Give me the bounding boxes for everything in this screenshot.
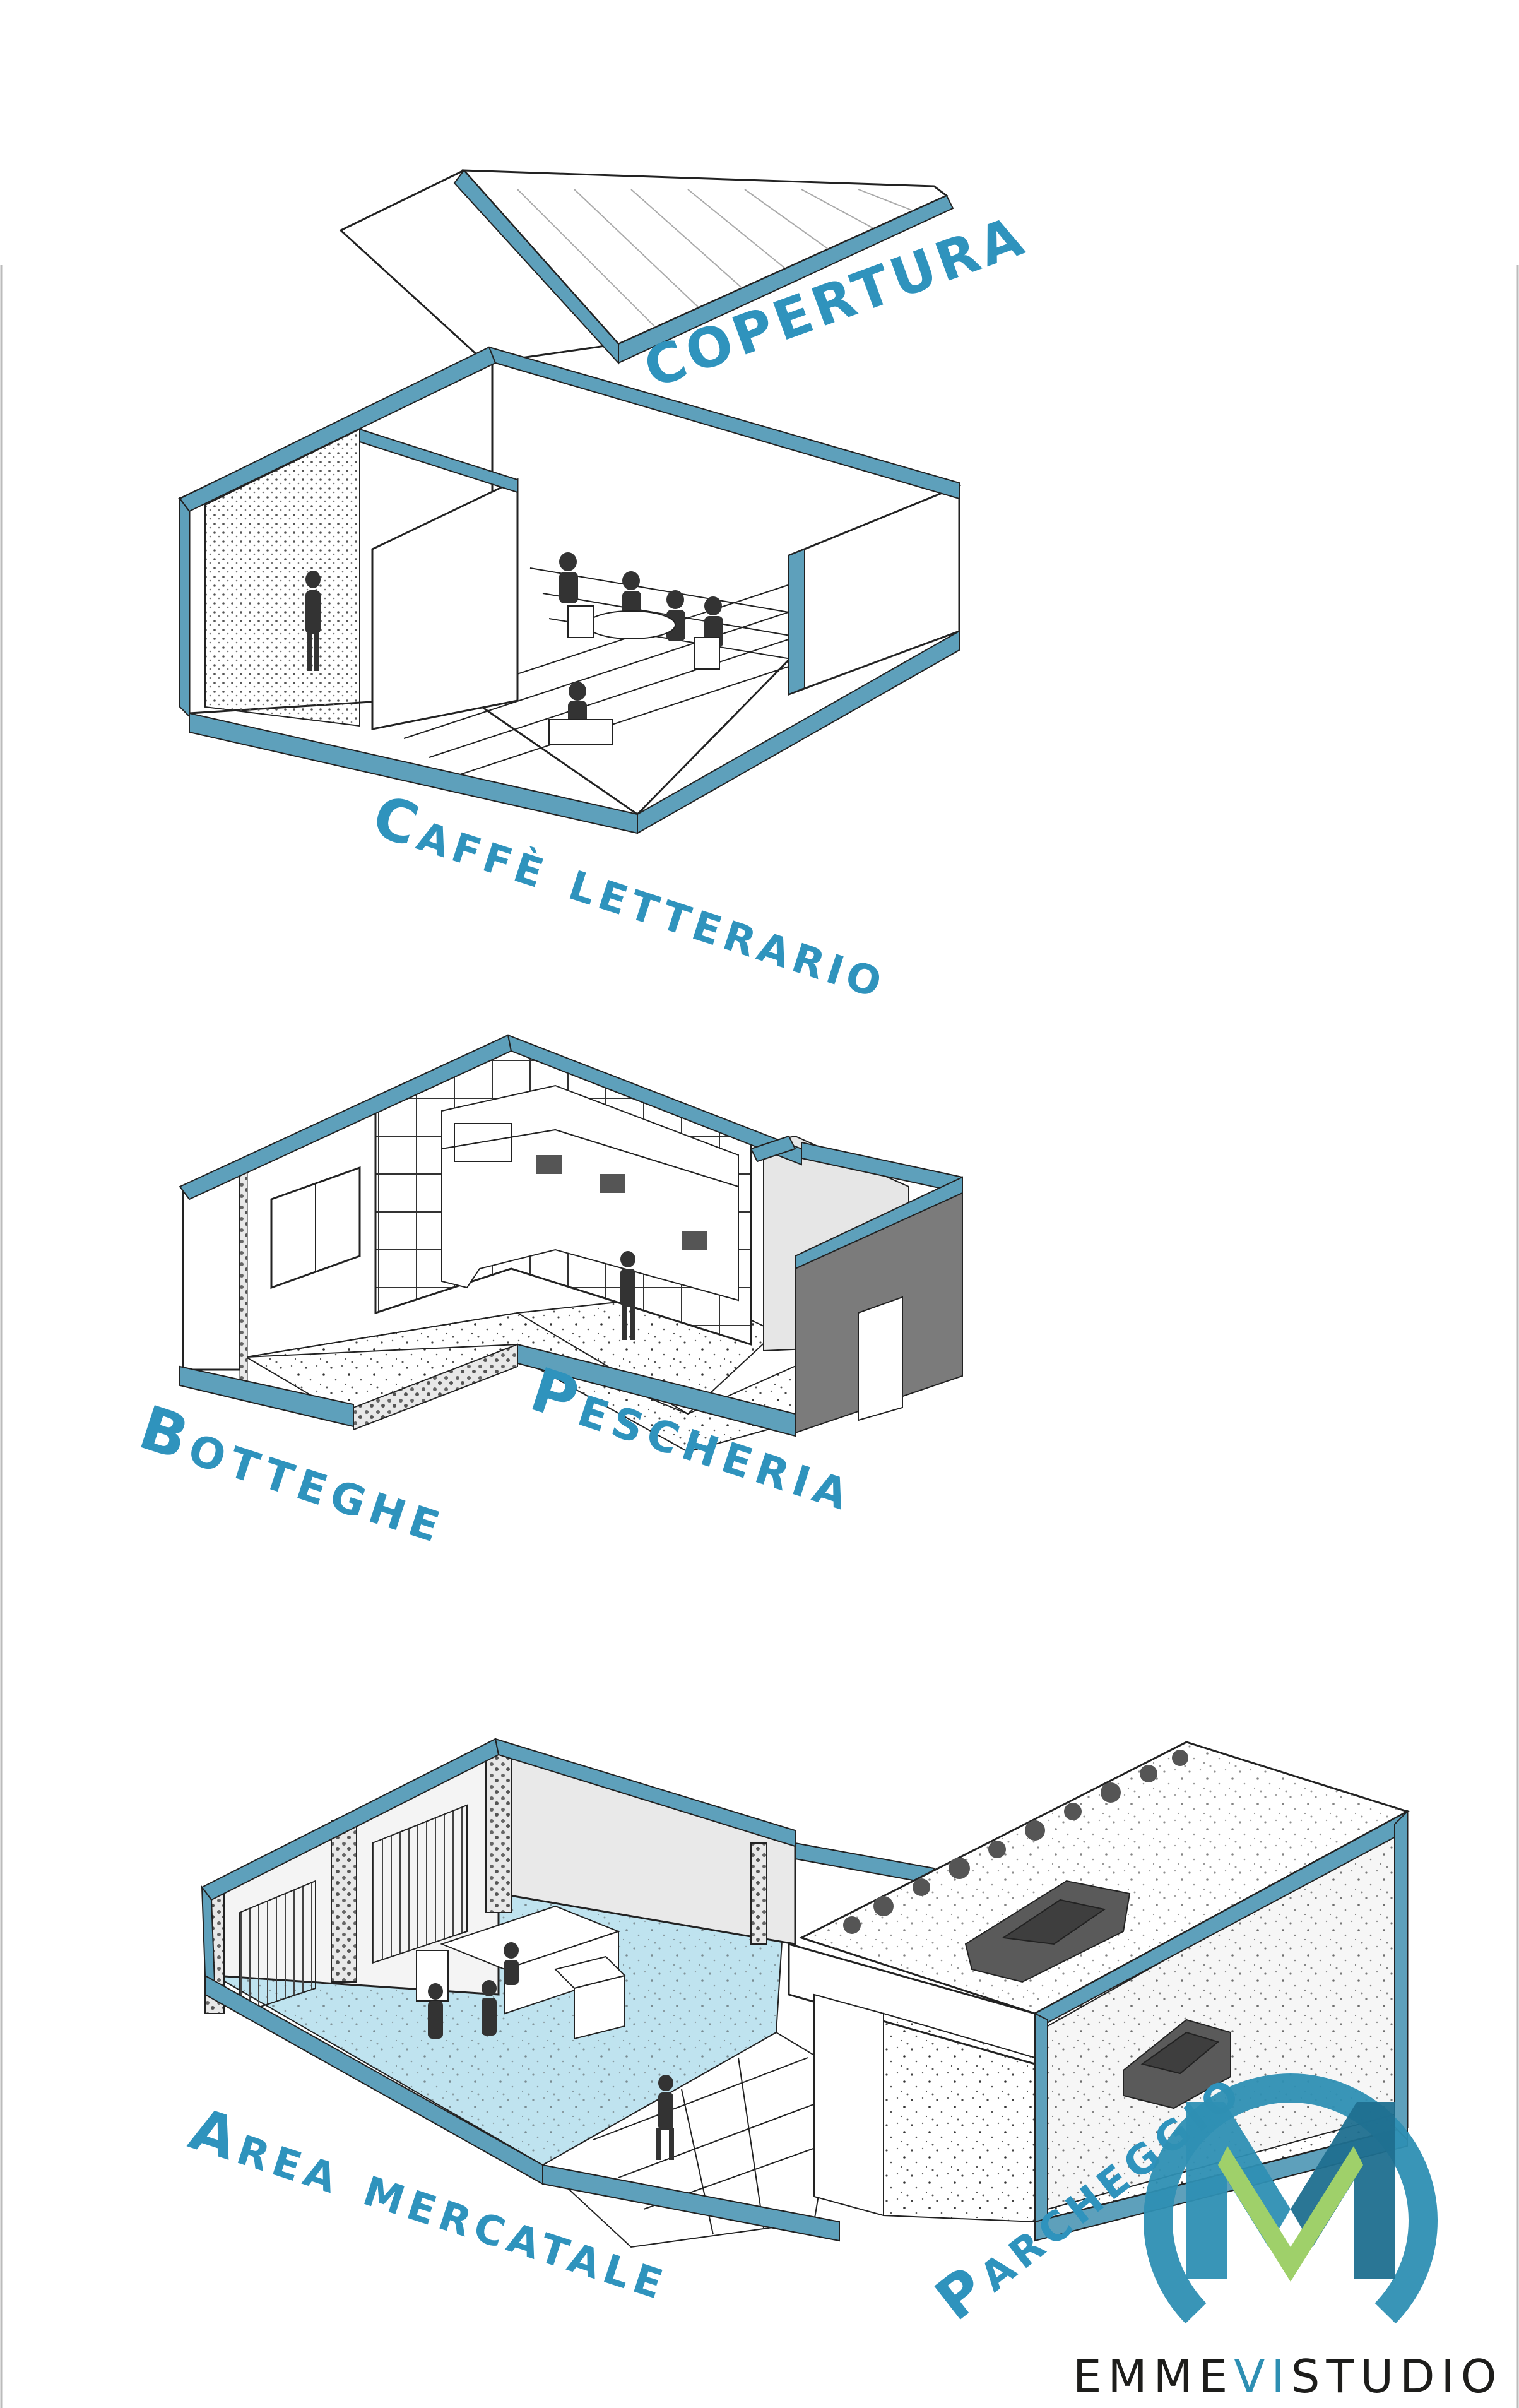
emmevistudio-logo: EMMEVISTUDIO — [1073, 2073, 1503, 2403]
logo-green-v — [1218, 2146, 1363, 2282]
logo-text-vi: VI — [1234, 2350, 1291, 2403]
logo-text: EMMEVISTUDIO — [1073, 2350, 1503, 2403]
logo-blue-arc — [1144, 2073, 1438, 2324]
caffe-letterario-layer — [178, 346, 961, 834]
logo-text-emme: EMME — [1073, 2350, 1234, 2403]
botteghe-pescheria-layer — [179, 1034, 963, 1453]
parcheggio-layer — [788, 1741, 1410, 2242]
label-botteghe: Botteghe — [131, 1392, 457, 1558]
roof-layer — [339, 169, 954, 365]
area-mercatale-layer — [201, 1738, 935, 2248]
logo-text-studio: STUDIO — [1291, 2350, 1503, 2403]
